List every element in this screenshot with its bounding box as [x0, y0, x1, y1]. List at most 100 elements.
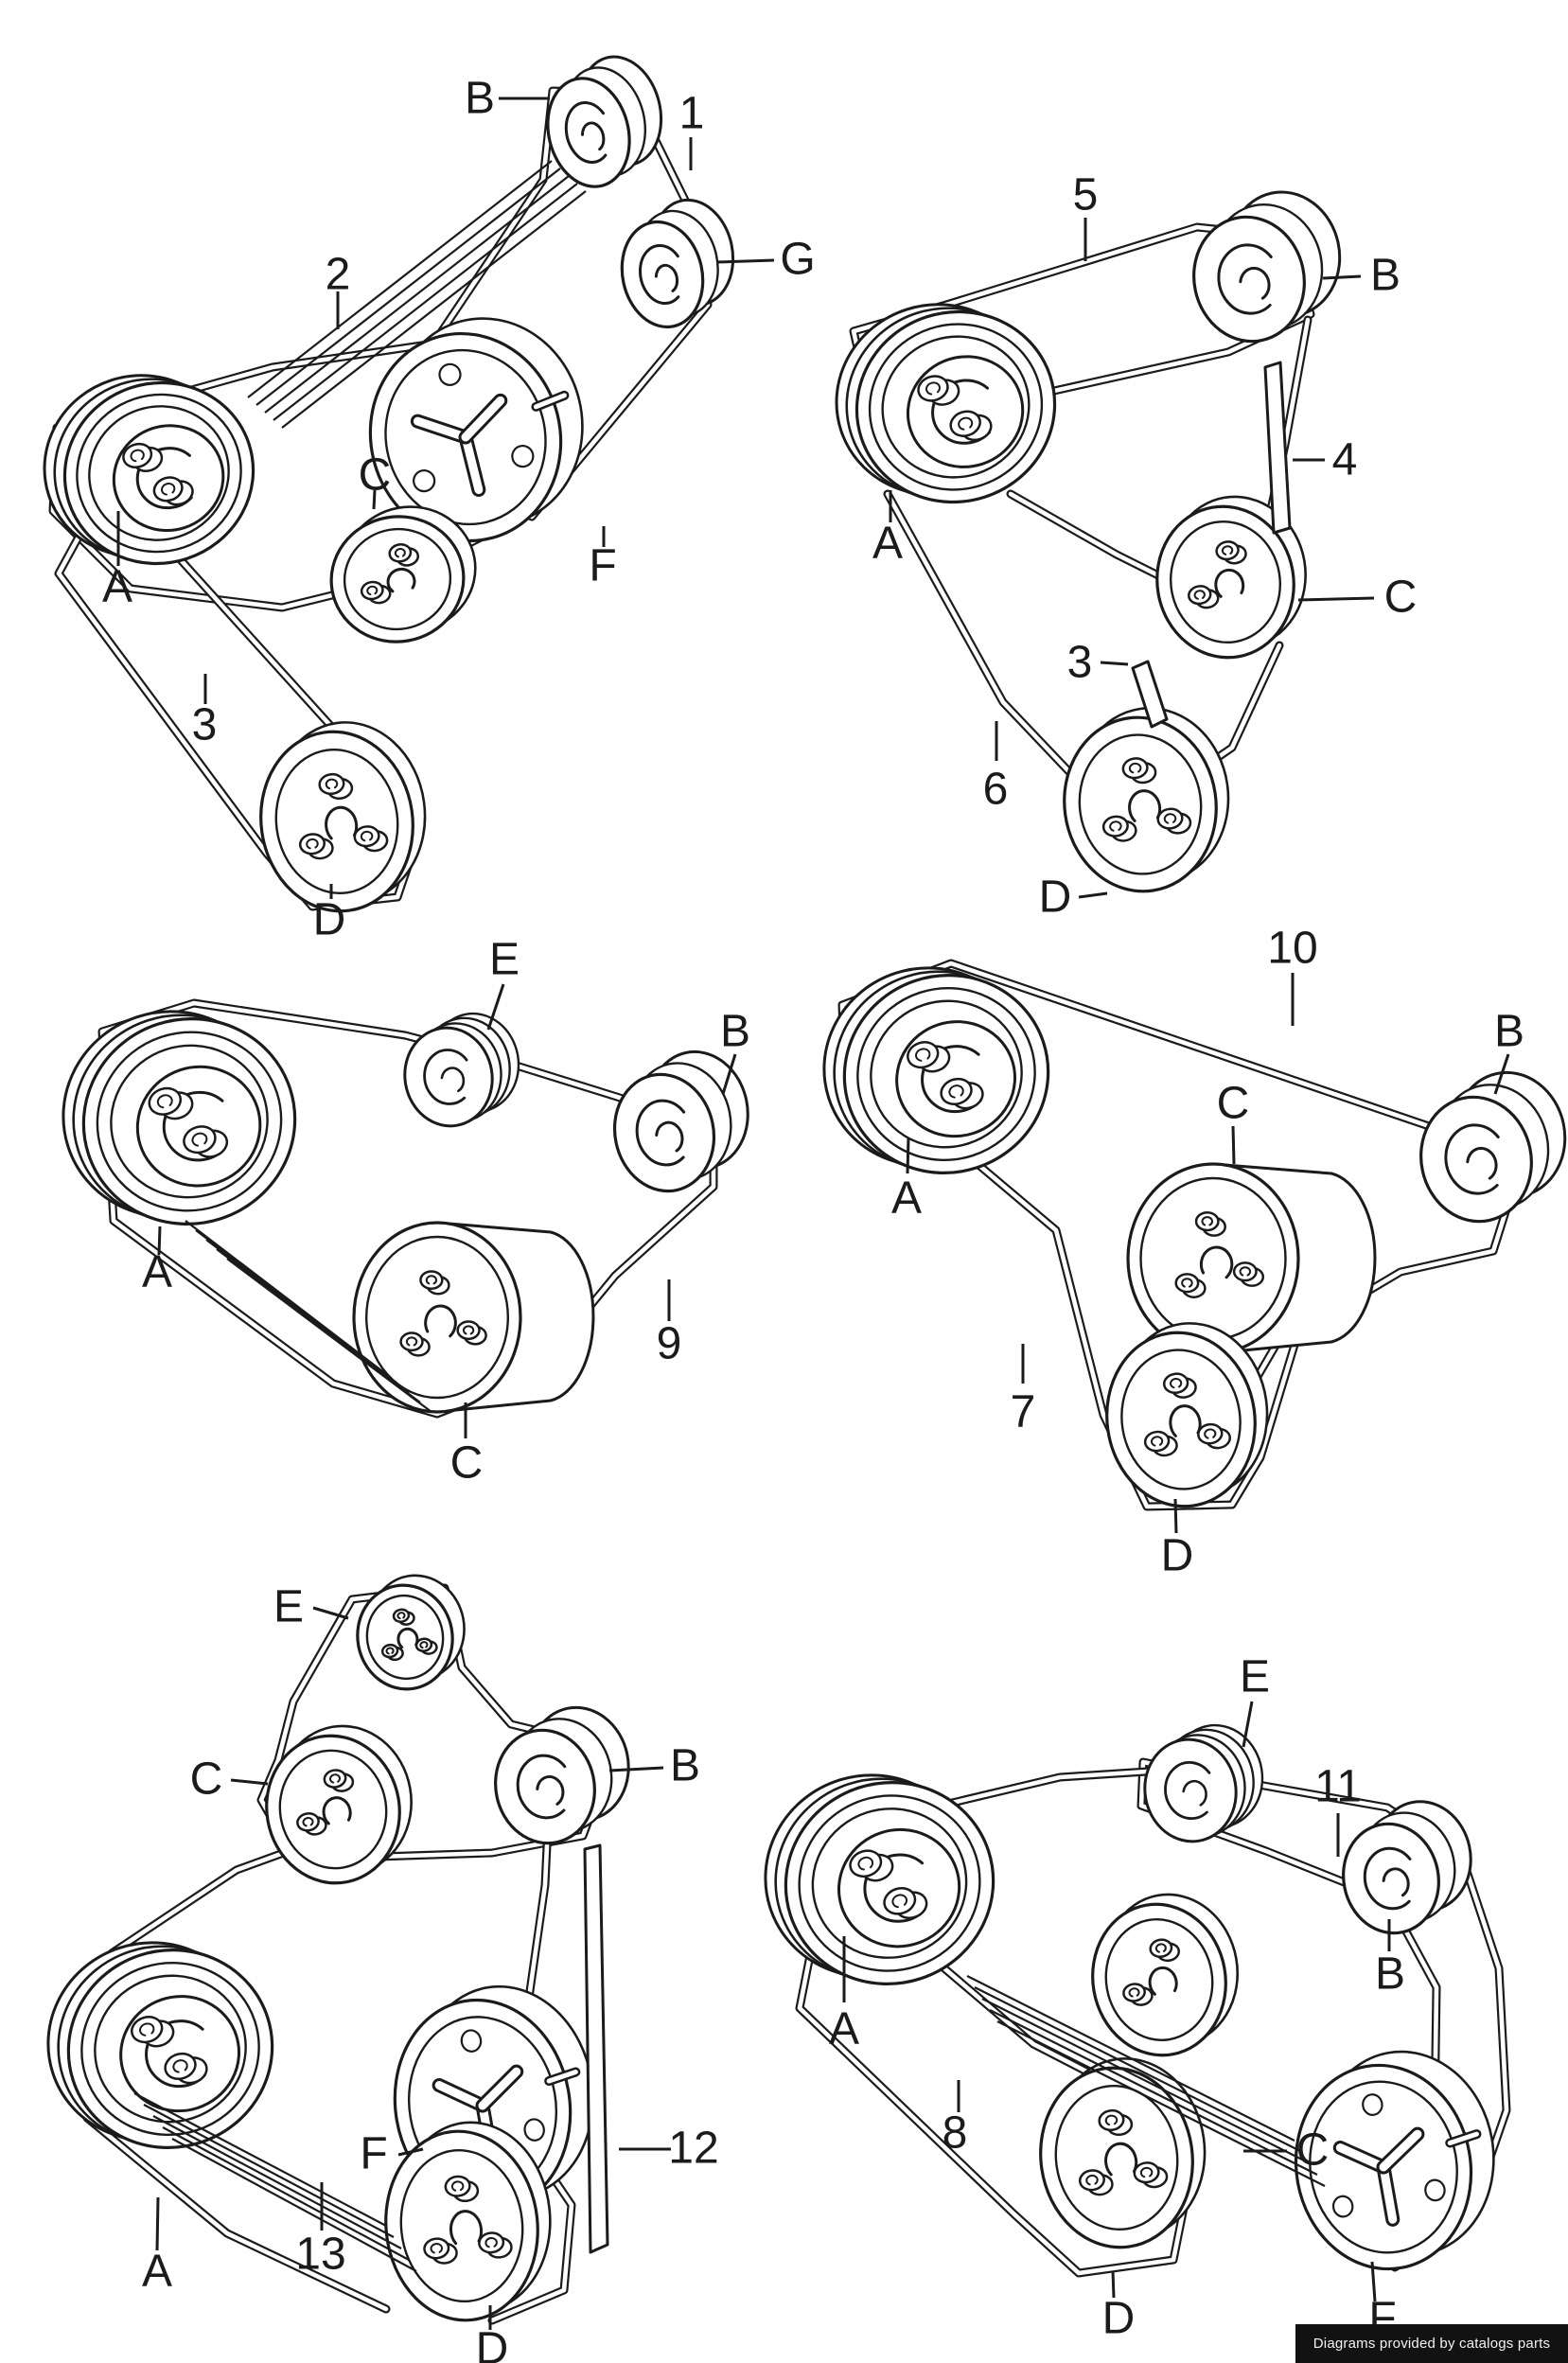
callout-bottom-right-A: A — [829, 1936, 859, 2054]
pulley-F — [1294, 2050, 1495, 2271]
part-label-11: 11 — [1314, 1762, 1362, 1812]
part-label-C: C — [1296, 2125, 1330, 2176]
part-label-C: C — [359, 450, 392, 501]
callout-middle-left-9: 9 — [657, 1279, 682, 1369]
callout-bottom-right-E: E — [1240, 1652, 1270, 1748]
part-label-B: B — [670, 1741, 700, 1791]
pulley-C — [1126, 1162, 1377, 1355]
leader-line — [1100, 661, 1129, 666]
part-label-A: A — [829, 2004, 859, 2054]
part-label-D: D — [1102, 2294, 1136, 2344]
pulley-C — [265, 1724, 413, 1885]
callout-middle-right-7: 7 — [1011, 1344, 1036, 1437]
pulley-E — [403, 1012, 520, 1128]
leader-line — [1493, 1053, 1510, 1095]
part-label-B: B — [1494, 1007, 1524, 1057]
callout-top-left-F: F — [589, 526, 617, 591]
leader-line — [157, 1226, 162, 1256]
callout-top-right-6: 6 — [983, 721, 1009, 815]
pulley-F — [368, 317, 584, 543]
pulley-G — [620, 198, 735, 329]
callout-bottom-right-C: C — [1243, 2125, 1329, 2176]
leader-line — [1242, 1701, 1254, 1748]
part-label-G: G — [780, 235, 815, 285]
part-label-3: 3 — [1067, 638, 1093, 688]
callout-middle-right-C: C — [1217, 1079, 1249, 1165]
pulley-D — [1039, 2057, 1207, 2249]
callout-top-right-3: 3 — [1067, 638, 1129, 688]
pulley-A — [46, 1941, 274, 2149]
part-label-B: B — [1375, 1949, 1405, 2000]
part-label-C: C — [1384, 573, 1418, 623]
part-label-5: 5 — [1073, 170, 1099, 220]
part-label-8: 8 — [943, 2108, 968, 2159]
belt-a-e — [943, 1767, 1152, 1808]
belt-6 — [883, 489, 1080, 783]
leader-line — [1111, 2270, 1116, 2299]
part-label-4: 4 — [1332, 435, 1358, 485]
callout-middle-left-C: C — [450, 1402, 483, 1489]
part-label-A: A — [142, 1247, 172, 1297]
callout-top-left-D: D — [313, 884, 345, 945]
leader-line — [1297, 596, 1375, 602]
pulley-D — [1063, 707, 1230, 893]
belt-3-bar — [1131, 660, 1169, 729]
part-label-B: B — [720, 1007, 750, 1057]
pulley-A — [764, 1773, 995, 1985]
leader-line — [1322, 274, 1362, 280]
pulley-D — [259, 721, 427, 913]
callout-middle-right-D: D — [1161, 1498, 1194, 1581]
belt-a-f-ribs — [966, 1975, 1326, 2187]
pulley-A — [822, 966, 1050, 1174]
part-label-7: 7 — [1011, 1387, 1036, 1437]
part-label-B: B — [1370, 251, 1401, 301]
part-label-1: 1 — [679, 89, 705, 139]
leader-line — [397, 2147, 424, 2157]
callout-top-left-1: 1 — [679, 89, 705, 170]
callout-top-right-A: A — [872, 490, 903, 569]
part-label-A: A — [891, 1173, 922, 1224]
part-label-D: D — [1161, 1531, 1194, 1581]
callout-top-left-2: 2 — [326, 250, 350, 329]
pulley-B — [1342, 1800, 1472, 1935]
belt-9-ribs — [185, 1220, 432, 1413]
callout-bottom-right-11: 11 — [1314, 1762, 1362, 1857]
part-label-F: F — [360, 2129, 387, 2179]
part-label-B: B — [465, 74, 495, 124]
pulley-E — [356, 1574, 466, 1691]
part-label-6: 6 — [983, 765, 1009, 815]
pulley-C — [329, 505, 477, 644]
callout-top-left-B: B — [465, 74, 550, 124]
callout-middle-right-A: A — [891, 1137, 922, 1224]
belt-a-c — [107, 1843, 304, 1958]
callout-middle-left-A: A — [142, 1226, 172, 1297]
callout-middle-left-B: B — [720, 1007, 750, 1095]
part-label-F: F — [589, 541, 616, 591]
leader-line — [1370, 2261, 1377, 2302]
pulley-B — [612, 1049, 749, 1193]
part-label-A: A — [142, 2247, 172, 2297]
leader-line — [1078, 891, 1108, 899]
callout-bottom-left-F: F — [360, 2129, 424, 2179]
part-label-E: E — [273, 1582, 304, 1632]
callout-middle-right-B: B — [1493, 1007, 1524, 1095]
diagram-middle-right: 10B C A 7D — [822, 924, 1567, 1581]
leader-line — [230, 1778, 269, 1786]
belt-12-bar — [583, 1843, 609, 2254]
callout-bottom-right-B: B — [1375, 1919, 1405, 2000]
part-label-13: 13 — [295, 2230, 345, 2280]
leader-line — [608, 1766, 664, 1772]
leader-line — [372, 489, 377, 510]
callout-bottom-left-13: 13 — [295, 2182, 346, 2280]
leader-line — [155, 2196, 160, 2251]
part-label-10: 10 — [1267, 924, 1317, 974]
callout-top-left-C: C — [359, 450, 392, 510]
part-label-D: D — [476, 2324, 509, 2363]
callout-bottom-left-C: C — [190, 1755, 269, 1805]
part-label-9: 9 — [657, 1319, 682, 1369]
belt-13-ribs — [133, 2092, 417, 2272]
part-label-C: C — [190, 1755, 223, 1805]
